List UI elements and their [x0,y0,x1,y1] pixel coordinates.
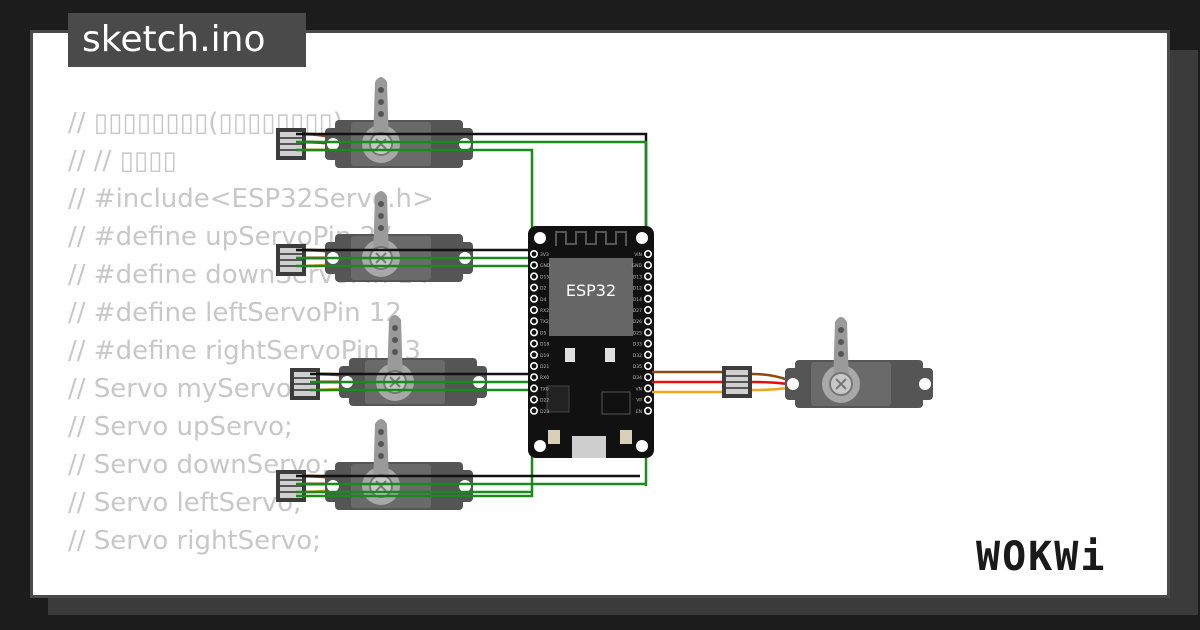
right-pin[interactable] [643,283,652,292]
left-pin[interactable] [529,294,538,303]
left-pin-label: D15 [540,274,549,280]
filename-tab[interactable]: sketch.ino [68,13,306,67]
right-pin[interactable] [643,384,652,393]
left-pin-label: D23 [540,409,549,415]
filename-label: sketch.ino [82,19,266,60]
left-pin[interactable] [529,272,538,281]
left-pin[interactable] [529,361,538,370]
left-pin[interactable] [529,339,538,348]
right-pin-label: D34 [633,375,642,381]
code-line: // // ▯▯▯▯ [68,146,177,176]
right-pin-label: D32 [633,353,642,359]
right-pin-label: D35 [633,364,642,370]
code-line: // Servo myServo; [68,374,301,404]
code-line: // Servo rightServo; [68,526,321,556]
right-pin-label: GND [632,263,643,269]
right-pin-label: D27 [633,308,642,314]
left-pin-label: D2 [540,286,546,292]
left-pin-label: D4 [540,297,546,303]
left-pin[interactable] [529,305,538,314]
left-pin[interactable] [529,384,538,393]
left-pin-label: D21 [540,364,549,370]
right-pin[interactable] [643,328,652,337]
right-pin[interactable] [643,317,652,326]
code-line: // Servo upServo; [68,412,293,442]
right-pin[interactable] [643,305,652,314]
left-pin[interactable] [529,373,538,382]
right-pin-label: D25 [633,330,642,336]
right-pin[interactable] [643,339,652,348]
left-pin[interactable] [529,328,538,337]
left-pin-label: D22 [540,398,549,404]
right-pin-label: D12 [633,286,642,292]
left-pin-label: RX0 [540,375,549,381]
usb-port [572,436,606,458]
right-pin-label: EN [636,409,642,415]
left-pin-label: D19 [540,353,549,359]
left-pin[interactable] [529,395,538,404]
code-listing: // ▯▯▯▯▯▯▯▯(▯▯▯▯▯▯▯▯) // // ▯▯▯▯ // #inc… [68,104,434,560]
left-pin-label: D5 [540,330,546,336]
right-pin[interactable] [643,373,652,382]
right-pin[interactable] [643,294,652,303]
servo-motor-1[interactable] [275,76,474,169]
right-pin-label: D13 [633,274,642,280]
servo-motor-3[interactable] [289,314,488,407]
esp32-chip [549,258,633,336]
left-pin[interactable] [529,317,538,326]
servo-motor-5[interactable] [721,316,934,409]
left-pin-label: 3V3 [540,252,549,258]
code-line: // #define leftServoPin 12 [68,298,402,328]
left-pin[interactable] [529,261,538,270]
right-pin-label: D26 [633,319,642,325]
right-pin-label: VP [636,398,642,404]
chip-label: ESP32 [566,281,616,300]
right-pin[interactable] [643,395,652,404]
right-pin[interactable] [643,350,652,359]
code-line: // Servo leftServo; [68,488,302,518]
left-pin-label: TX2 [539,319,549,325]
wokwi-logo-text: WOKWi [976,534,1106,580]
right-pin[interactable] [643,361,652,370]
left-pin-label: TX0 [539,386,549,392]
right-pin[interactable] [643,272,652,281]
left-pin[interactable] [529,283,538,292]
right-pin[interactable] [643,406,652,415]
servo-motor-2[interactable] [275,190,474,283]
code-line: // #include<ESP32Servo.h> [68,184,434,214]
right-pin[interactable] [643,261,652,270]
left-pin[interactable] [529,350,538,359]
right-pin-label: D33 [633,342,642,348]
right-pin[interactable] [643,250,652,259]
left-pin-label: RX2 [540,308,549,314]
right-pin-label: D14 [633,297,642,303]
left-pin-label: GND [540,263,551,269]
left-pin[interactable] [529,406,538,415]
left-pin[interactable] [529,250,538,259]
wokwi-logo: WOKWi [976,534,1106,580]
right-pin-label: VN [636,386,642,392]
left-pin-label: D18 [540,342,549,348]
servo-wiring-right [652,370,789,394]
right-pin-label: VIN [634,252,642,258]
